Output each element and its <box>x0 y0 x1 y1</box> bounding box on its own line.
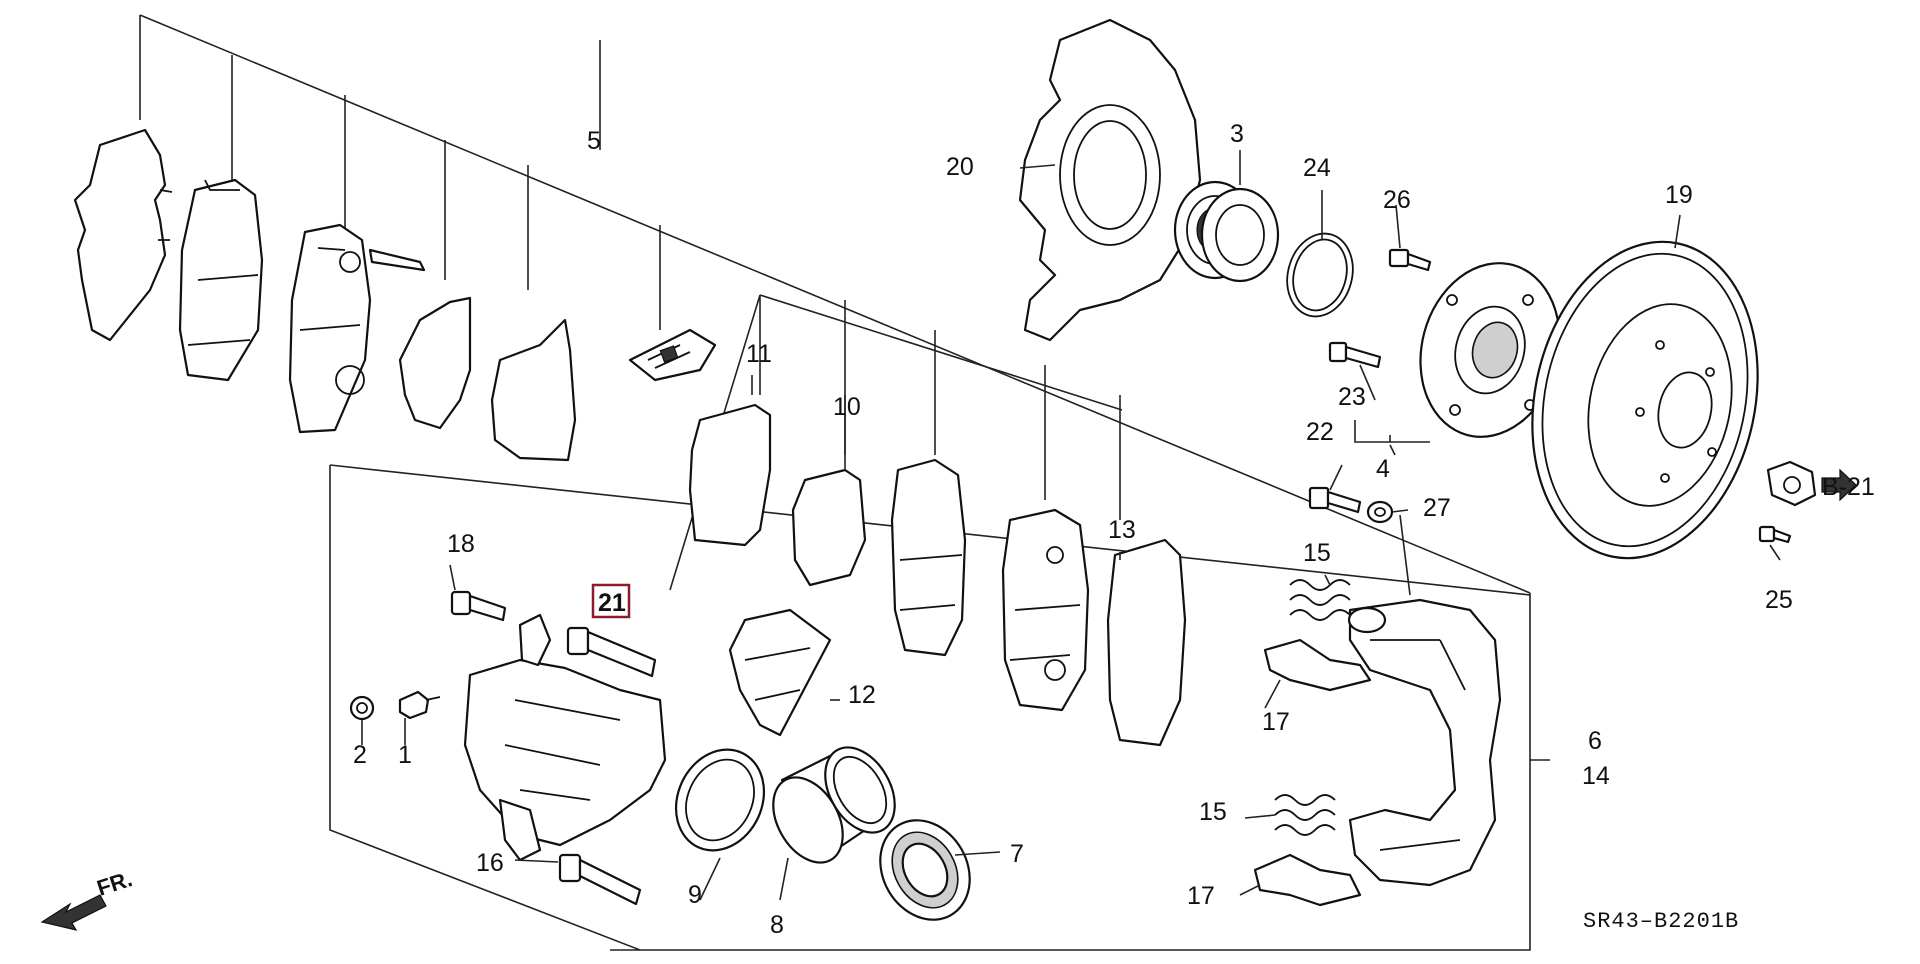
callout-15-bottom: 15 <box>1199 798 1227 826</box>
callout-17-bottom: 17 <box>1187 882 1215 910</box>
callout-15-top: 15 <box>1303 539 1331 567</box>
callout-27: 27 <box>1423 494 1451 522</box>
brake-pad-middle <box>890 458 967 657</box>
guide-pin-16 <box>558 853 642 906</box>
callout-14: 14 <box>1582 762 1610 790</box>
callout-17-top: 17 <box>1262 708 1290 736</box>
brake-rotor-19 <box>1531 240 1759 560</box>
callout-1: 1 <box>398 741 412 769</box>
callout-9: 9 <box>688 881 702 909</box>
bleeder-cap-2 <box>349 695 375 721</box>
group-leader-lines <box>139 14 1550 951</box>
bleeder-screw-1 <box>398 690 441 720</box>
callout-23: 23 <box>1338 383 1366 411</box>
callout-8: 8 <box>770 911 784 939</box>
callout-4: 4 <box>1376 455 1390 483</box>
wheel-bearing-3 <box>1173 180 1280 283</box>
callout-16: 16 <box>476 849 504 877</box>
pad-clip-17-top <box>1263 638 1372 692</box>
diagram-code: SR43–B2201B <box>1583 909 1739 934</box>
shim-center <box>398 296 472 430</box>
callout-24: 24 <box>1303 154 1331 182</box>
caliper-body <box>463 613 667 862</box>
callout-2: 2 <box>353 741 367 769</box>
spring-15-bottom <box>1274 794 1336 836</box>
shim-13 <box>1106 538 1187 747</box>
washer-27 <box>1366 500 1394 524</box>
front-direction-arrow <box>40 894 107 931</box>
callout-20: 20 <box>946 153 974 181</box>
splash-shield-20 <box>1018 18 1202 342</box>
highlight-box-21 <box>591 583 631 619</box>
callout-leaders <box>361 150 1781 901</box>
callout-22: 22 <box>1306 418 1334 446</box>
shim-inner <box>490 318 577 462</box>
brake-pad-right <box>1001 508 1090 712</box>
shim-11 <box>688 403 772 547</box>
bolt-22 <box>1308 486 1362 514</box>
callout-25: 25 <box>1765 586 1793 614</box>
callout-6: 6 <box>1588 727 1602 755</box>
piston-seal-9 <box>674 748 766 852</box>
hub-bolt-26 <box>1388 248 1432 272</box>
callout-19: 19 <box>1665 181 1693 209</box>
screw-25 <box>1758 525 1792 544</box>
callout-11: 11 <box>746 340 772 368</box>
grease-packet <box>628 328 717 382</box>
piston-8 <box>772 746 896 864</box>
hub-nut <box>1766 460 1817 507</box>
front-direction-label: FR. <box>94 866 135 901</box>
reference-arrow <box>1821 468 1857 502</box>
caliper-bracket <box>1347 598 1502 887</box>
bolt-18 <box>450 590 507 622</box>
shim-10 <box>791 468 867 587</box>
reference-label: B-21 <box>1822 473 1875 501</box>
callout-18: 18 <box>447 530 475 558</box>
guide-pin-21 <box>566 626 657 678</box>
callout-13: 13 <box>1108 516 1136 544</box>
snap-ring-24 <box>1286 232 1354 318</box>
piston-boot-7 <box>879 819 971 921</box>
hub-bolt-23 <box>1328 341 1382 369</box>
callout-3: 3 <box>1230 120 1244 148</box>
callout-21: 21 <box>598 589 626 617</box>
callout-10: 10 <box>833 393 861 421</box>
shim-outer-left <box>73 128 173 342</box>
pad-clip-17-bottom <box>1253 853 1362 907</box>
callout-7: 7 <box>1010 840 1024 868</box>
brake-pad-wear-indicator <box>288 223 426 434</box>
pad-retainer-12 <box>728 608 832 737</box>
spring-15-top <box>1289 579 1351 621</box>
brake-pad-left <box>178 178 264 382</box>
callout-5: 5 <box>587 127 601 155</box>
callout-12: 12 <box>848 681 876 709</box>
callout-26: 26 <box>1383 186 1411 214</box>
